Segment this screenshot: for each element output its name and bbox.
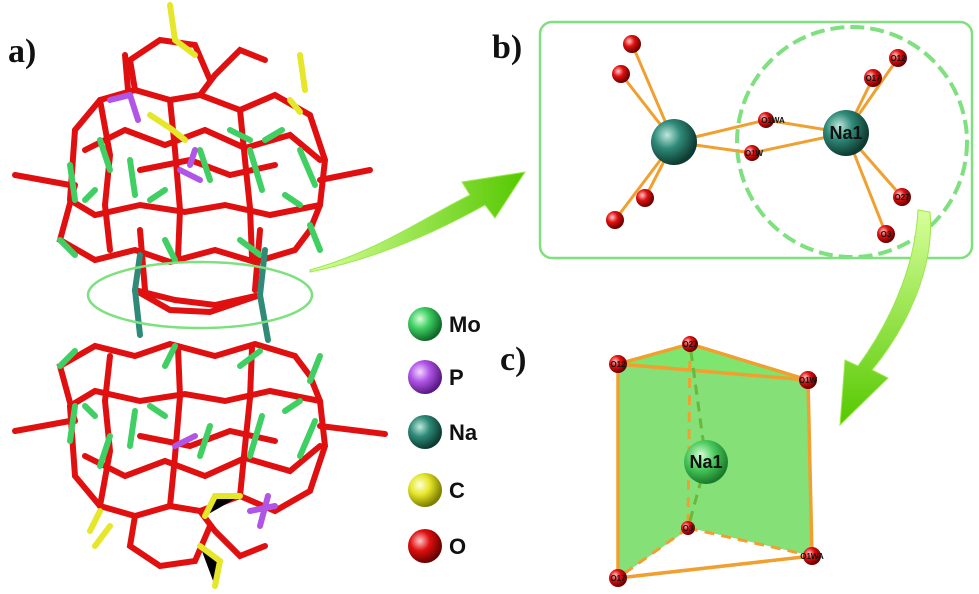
o1wa-atom: [803, 547, 821, 565]
upper-cage-carbon-bonds: [147, 2, 308, 143]
label-o1w: O1W: [799, 376, 818, 385]
label-o17: O17: [865, 74, 881, 83]
legend-label-p: P: [449, 365, 464, 390]
panel-c-atom-labels: O27 O12 O1W O3 O17 O1WA: [610, 340, 824, 583]
na1-dashed-highlight-circle: [735, 25, 969, 259]
o3-atom: [877, 225, 895, 243]
arrow-b-to-c: [839, 209, 932, 427]
o3-atom: [681, 521, 695, 535]
o12-atom: [889, 49, 907, 67]
prism-hidden-edges: [617, 343, 813, 580]
label-o12: O12: [610, 360, 626, 369]
legend-swatch-o: [408, 529, 442, 563]
panel-c-prism: c) Na1: [500, 336, 824, 587]
panel-b-atom-labels: O12 O17 O1WA O1W O27 O3: [745, 54, 910, 239]
label-o1wa: O1WA: [800, 552, 824, 561]
o17-atom: [864, 69, 882, 87]
panel-c-na1-label: Na1: [689, 452, 722, 472]
panel-c-label: c): [500, 341, 526, 378]
legend-label-c: C: [449, 478, 465, 503]
panel-b-frame: [538, 20, 974, 260]
element-legend: Mo P Na C O: [408, 307, 481, 563]
panel-c-na1-atom: [684, 440, 728, 484]
upper-cage-oxygen-bonds: [12, 36, 373, 293]
panel-b-na1-atom: [823, 110, 869, 156]
legend-swatch-mo: [408, 307, 442, 341]
label-o27: O27: [682, 340, 698, 349]
prism-top-face: [618, 344, 808, 380]
panel-c-oxygen-atoms: [609, 336, 821, 587]
panel-b-na1-label: Na1: [829, 123, 862, 143]
panel-b-label: b): [492, 29, 522, 66]
panel-b-oxygen-atoms: [606, 35, 911, 243]
panel-b-coordination: b) Na1: [492, 20, 974, 260]
sodium-bridge-highlight-ellipse: [86, 260, 314, 330]
arrow-a-to-b: [309, 171, 527, 273]
o27-atom: [682, 336, 698, 352]
o17-atom: [609, 569, 627, 587]
o27-atom: [893, 188, 911, 206]
prism-edges: [616, 342, 814, 580]
panel-a-structure: a): [8, 2, 388, 589]
legend-swatch-c: [408, 473, 442, 507]
legend-label-na: Na: [449, 420, 478, 445]
o12-atom: [609, 355, 627, 373]
o1w-atom: [799, 371, 817, 389]
lower-cage-mo-bonds: [57, 343, 323, 469]
o-atom: [606, 211, 624, 229]
o-atom: [623, 35, 641, 53]
panel-a-label: a): [8, 33, 36, 70]
upper-cage-mo-bonds: [57, 127, 323, 263]
label-o3: O3: [881, 230, 892, 239]
upper-cage-phosphorus-bonds: [107, 92, 203, 183]
sodium-bridge-bonds: [132, 247, 271, 343]
label-o1w: O1W: [745, 149, 764, 158]
legend-swatch-na: [408, 415, 442, 449]
label-o1wa: O1WA: [761, 116, 785, 125]
legend-label-o: O: [449, 534, 466, 559]
label-o12: O12: [890, 54, 906, 63]
o1w-atom: [744, 145, 760, 161]
label-o17: O17: [610, 574, 626, 583]
legend-label-mo: Mo: [449, 312, 481, 337]
lower-cage-carbon-bonds: [87, 493, 243, 589]
o-atom: [636, 189, 654, 207]
o-atom: [612, 65, 630, 83]
o1wa-atom: [758, 112, 774, 128]
label-o3: O3: [683, 524, 694, 533]
lower-cage-phosphorus-bonds: [172, 433, 278, 529]
panel-b-na-atom-left: [651, 119, 697, 165]
legend-swatch-p: [408, 360, 442, 394]
label-o27: O27: [894, 193, 910, 202]
